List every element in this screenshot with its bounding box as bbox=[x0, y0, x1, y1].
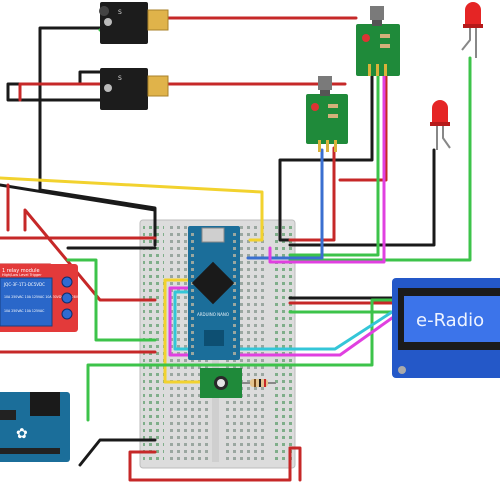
ir1-pin-label: S bbox=[118, 9, 122, 16]
arduino-label: ARDUINO NANO bbox=[197, 312, 229, 317]
wires bbox=[0, 16, 472, 482]
relay-title: 1 relay module bbox=[2, 268, 40, 274]
lcd-text: e-Radio bbox=[416, 310, 484, 331]
wire-black-led bbox=[288, 148, 436, 247]
relay-trigger: High/Low Level Trigger bbox=[2, 273, 42, 277]
relay-module: 1 relay module High/Low Level Trigger JQ… bbox=[0, 264, 83, 332]
wire-green-relay bbox=[66, 258, 157, 342]
svg-text:✿: ✿ bbox=[16, 426, 28, 442]
wire-red-led2 bbox=[288, 446, 302, 482]
wire-magenta-sensor bbox=[268, 74, 386, 264]
wire-yellow-bottom bbox=[163, 278, 202, 384]
ir2-pin-label: S bbox=[118, 75, 122, 82]
wire-black-bottom bbox=[78, 438, 157, 467]
sensor-module-2 bbox=[306, 76, 348, 152]
wire-red-sensor2 bbox=[288, 146, 336, 242]
arduino-nano: ARDUINO NANO bbox=[188, 226, 240, 360]
wire-cyan-lcd bbox=[173, 290, 394, 351]
wire-green-led1 bbox=[288, 56, 472, 262]
ir-transmitter-2: S bbox=[100, 68, 169, 110]
lcd-display: e-Radio bbox=[392, 278, 500, 378]
wire-blue-sensor2 bbox=[246, 148, 324, 260]
wire-magenta-lcd bbox=[168, 286, 394, 357]
wire-red-bottom bbox=[128, 446, 292, 482]
relay-model: JQC-3F-1T1-DC5VDC bbox=[3, 282, 45, 287]
wire-red-ir2-a bbox=[18, 82, 102, 102]
arduino-uno-board: ✿ bbox=[0, 392, 70, 462]
sensor-module-1 bbox=[356, 6, 400, 76]
push-button-module bbox=[200, 368, 242, 398]
wire-black-ir2-gnd bbox=[78, 70, 102, 86]
wire-black-ir1-gnd bbox=[38, 26, 157, 247]
led-1 bbox=[461, 2, 483, 58]
led-2 bbox=[430, 100, 451, 150]
wire-black-sensor1 bbox=[278, 72, 374, 242]
wire-black-top bbox=[6, 82, 102, 102]
wire-black-left bbox=[0, 183, 157, 212]
relay-spec-left: 10A 250VAC 10A 125VAC 10A 30VDC 10A 28VD… bbox=[4, 295, 83, 299]
wire-red-sensor1 bbox=[338, 74, 388, 182]
wire-green-sensor1 bbox=[288, 74, 380, 257]
wire-yellow-top bbox=[0, 176, 264, 242]
relay-spec-right: 10A 250VAC 10A 125VAC bbox=[4, 309, 45, 313]
wire-red-relay2 bbox=[23, 208, 157, 302]
ir-transmitter-1: S bbox=[99, 2, 169, 44]
resistor bbox=[242, 379, 276, 387]
wire-green-bottom-loop bbox=[86, 298, 397, 422]
